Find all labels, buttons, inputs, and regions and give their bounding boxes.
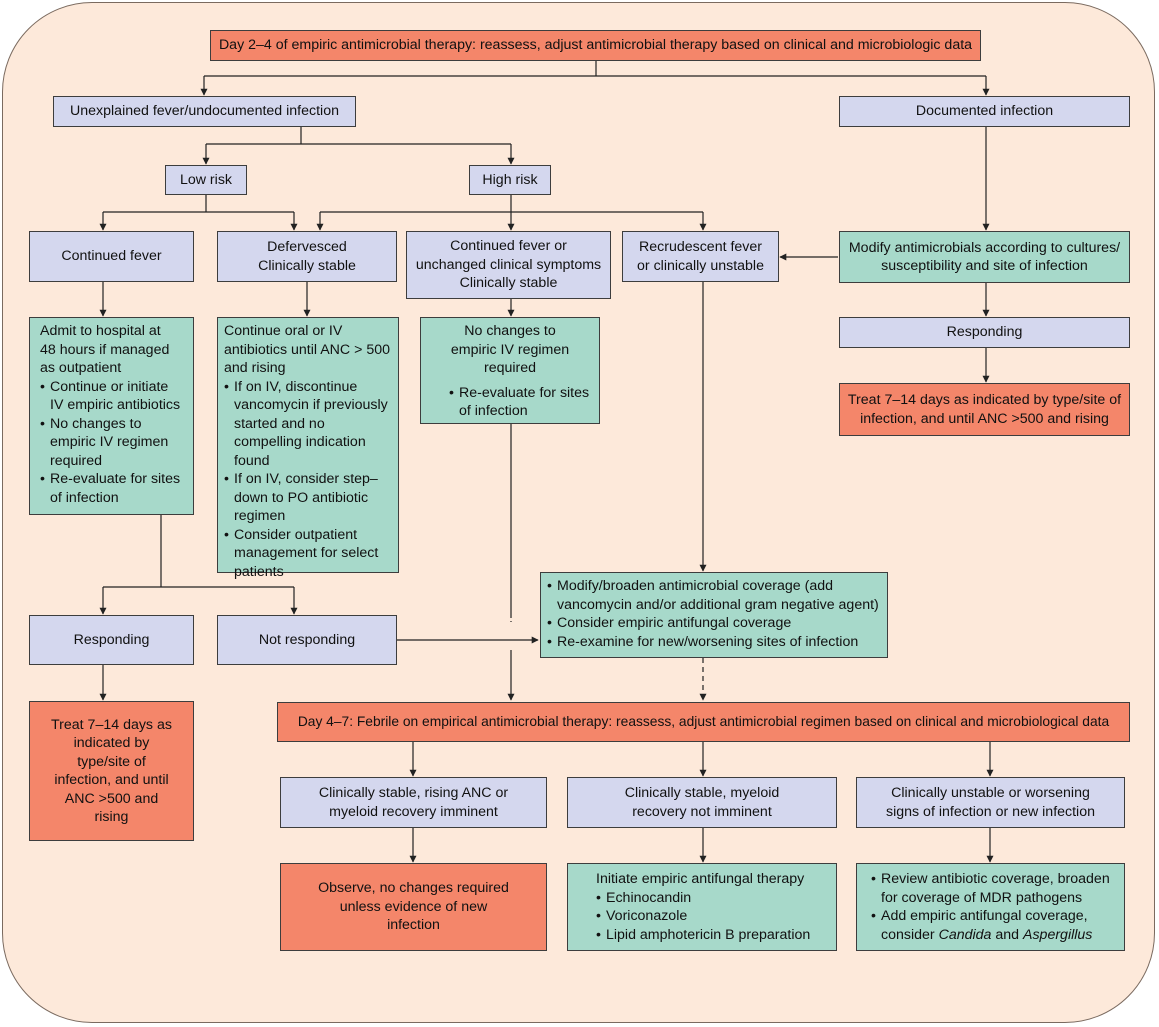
low-risk-text: Low risk (179, 171, 233, 188)
treat-left-box: Treat 7–14 days as indicated by type/sit… (29, 701, 194, 841)
admit-bullet: Re-evaluate for sites of infection (40, 470, 185, 507)
no-changes-box: No changes to empiric IV regimen require… (420, 317, 600, 424)
stable-rising-anc-text: Clinically stable, rising ANC or myeloid… (318, 785, 509, 820)
continued-fever-text: Continued fever (61, 248, 162, 265)
continue-oral-list: If on IV, discontinue vancomycin if prev… (224, 378, 392, 582)
broaden-bullet: Re-examine for new/worsening sites of in… (547, 633, 881, 652)
review-coverage-list: Review antibiotic coverage, broaden for … (871, 870, 1116, 944)
admit-hospital-intro: Admit to hospital at 48 hours if managed… (40, 323, 170, 376)
clinically-unstable-box: Clinically unstable or worsening signs o… (856, 777, 1125, 828)
responding-left-box: Responding (29, 615, 194, 665)
unexplained-fever-text: Unexplained fever/undocumented infection (70, 103, 339, 120)
clinically-unstable-text: Clinically unstable or worsening signs o… (886, 785, 1095, 820)
review-coverage-box: Review antibiotic coverage, broaden for … (856, 863, 1125, 951)
antifungal-intro: Initiate empiric antifungal therapy (596, 871, 805, 887)
unexplained-fever-box: Unexplained fever/undocumented infection (53, 96, 356, 127)
treat-right-box: Treat 7–14 days as indicated by type/sit… (839, 383, 1130, 436)
continued-fever-box: Continued fever (29, 231, 194, 282)
admit-bullet: No changes to empiric IV regimen require… (40, 415, 185, 471)
review-bullet: Review antibiotic coverage, broaden for … (871, 870, 1116, 907)
antifungal-therapy-box: Initiate empiric antifungal therapy Echi… (567, 863, 837, 951)
recrudescent-fever-text: Recrudescent fever or clinically unstabl… (637, 239, 764, 274)
modify-antimicrobials-text: Modify antimicrobials according to cultu… (848, 239, 1121, 275)
review-bullet-antifungal: Add empiric antifungal coverage, conside… (871, 907, 1116, 944)
antifungal-bullet: Lipid amphotericin B preparation (596, 926, 828, 945)
continue-oral-box: Continue oral or IV antibiotics until AN… (217, 317, 399, 580)
admit-bullet: Continue or initiate IV empiric antibiot… (40, 378, 185, 415)
continued-unchanged-text: Continued fever or unchanged clinical sy… (415, 238, 602, 292)
antifungal-list: Echinocandin Voriconazole Lipid amphoter… (596, 889, 828, 945)
continue-oral-bullet: Consider outpatient management for selec… (224, 526, 392, 582)
responding-right-text: Responding (946, 324, 1023, 341)
day24-reassess-box: Day 2–4 of empiric antimicrobial therapy… (210, 30, 981, 61)
no-changes-list: Re-evaluate for sites of infection (429, 384, 591, 421)
not-responding-box: Not responding (217, 615, 397, 665)
aspergillus-text: Aspergillus (1023, 926, 1093, 943)
broaden-coverage-list: Modify/broaden antimicrobial coverage (a… (547, 577, 881, 651)
recrudescent-fever-box: Recrudescent fever or clinically unstabl… (622, 231, 779, 282)
continue-oral-intro: Continue oral or IV antibiotics until AN… (224, 323, 391, 376)
continued-unchanged-box: Continued fever or unchanged clinical sy… (406, 231, 611, 299)
defervesced-text: Defervesced Clinically stable (258, 239, 356, 274)
high-risk-text: High risk (482, 171, 538, 188)
stable-rising-anc-box: Clinically stable, rising ANC or myeloid… (280, 777, 547, 828)
broaden-bullet: Modify/broaden antimicrobial coverage (a… (547, 577, 881, 614)
admit-hospital-box: Admit to hospital at 48 hours if managed… (29, 317, 194, 515)
modify-antimicrobials-box: Modify antimicrobials according to cultu… (839, 231, 1130, 283)
high-risk-box: High risk (469, 165, 551, 195)
continue-oral-bullet: If on IV, consider step–down to PO antib… (224, 470, 392, 526)
admit-hospital-list: Continue or initiate IV empiric antibiot… (40, 378, 185, 508)
review-text: and (991, 926, 1023, 943)
broaden-bullet: Consider empiric antifungal coverage (547, 614, 881, 633)
responding-right-box: Responding (839, 317, 1130, 348)
broaden-coverage-box: Modify/broaden antimicrobial coverage (a… (540, 572, 888, 658)
not-responding-text: Not responding (258, 631, 356, 648)
low-risk-box: Low risk (165, 165, 247, 195)
no-changes-bullet: Re-evaluate for sites of infection (449, 384, 591, 421)
treat-right-text: Treat 7–14 days as indicated by type/sit… (847, 392, 1122, 427)
day24-reassess-text: Day 2–4 of empiric antimicrobial therapy… (218, 37, 973, 54)
review-text: Add empiric antifungal coverage, conside… (881, 908, 1088, 943)
candida-text: Candida (938, 926, 992, 943)
observe-text: Observe, no changes required unless evid… (318, 880, 509, 934)
observe-box: Observe, no changes required unless evid… (280, 863, 547, 951)
antifungal-bullet: Voriconazole (596, 907, 828, 926)
treat-left-text: Treat 7–14 days as indicated by type/sit… (51, 716, 172, 826)
day47-reassess-box: Day 4–7: Febrile on empirical antimicrob… (277, 702, 1130, 742)
documented-infection-box: Documented infection (839, 96, 1130, 127)
day47-reassess-text: Day 4–7: Febrile on empirical antimicrob… (297, 713, 1110, 729)
documented-infection-text: Documented infection (915, 103, 1054, 120)
antifungal-bullet: Echinocandin (596, 889, 828, 908)
no-changes-intro: No changes to empiric IV regimen require… (450, 323, 570, 376)
stable-not-imminent-text: Clinically stable, myeloid recovery not … (624, 785, 780, 820)
stable-not-imminent-box: Clinically stable, myeloid recovery not … (567, 777, 837, 828)
defervesced-box: Defervesced Clinically stable (217, 231, 397, 282)
continue-oral-bullet: If on IV, discontinue vancomycin if prev… (224, 378, 392, 471)
responding-left-text: Responding (73, 631, 150, 648)
